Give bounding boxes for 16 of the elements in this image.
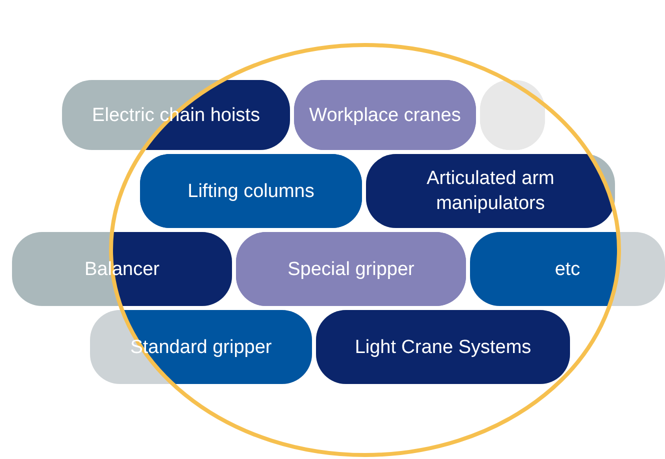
category-box — [236, 232, 466, 306]
category-box — [470, 232, 665, 306]
category-box — [294, 80, 476, 150]
box-label: Lifting columns — [188, 180, 314, 204]
box-label: Light Crane Systems — [354, 336, 532, 360]
box-label: etc — [554, 258, 580, 282]
category-box — [316, 310, 570, 384]
category-box — [90, 310, 312, 384]
category-box — [140, 154, 362, 228]
box-label: Special gripper — [288, 258, 414, 282]
category-box — [366, 154, 615, 228]
box-label: Articulated arm manipulators — [426, 167, 556, 216]
category-box — [12, 232, 232, 306]
empty-box — [480, 80, 545, 150]
box-label: Workplace cranes — [309, 104, 461, 128]
category-box — [62, 80, 290, 150]
